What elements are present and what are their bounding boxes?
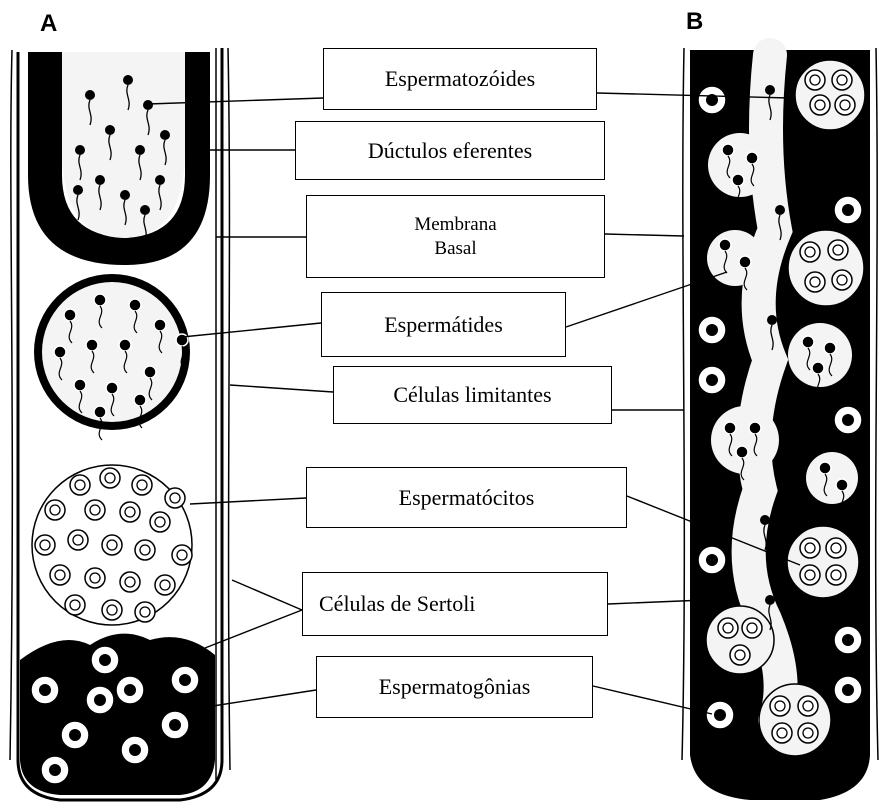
spermatogonia-region-a bbox=[20, 634, 215, 795]
label-spermatozoa: Espermatozóides bbox=[323, 48, 597, 110]
label-basal-membrane-line1: Membrana bbox=[414, 213, 496, 237]
spermatocyte-cluster-a bbox=[32, 465, 192, 625]
label-basal-membrane-line2: Basal bbox=[434, 237, 476, 261]
efferent-ductule bbox=[28, 52, 210, 265]
label-spermatids: Espermátides bbox=[321, 292, 566, 357]
label-limiting-cells: Células limitantes bbox=[333, 366, 612, 424]
panel-label-a: A bbox=[40, 10, 57, 38]
label-sertoli-cells: Células de Sertoli bbox=[302, 572, 608, 636]
label-spermatocytes: Espermatócitos bbox=[306, 467, 627, 528]
panel-label-b: B bbox=[686, 8, 703, 36]
spermatid-cluster-a bbox=[34, 274, 190, 440]
label-spermatogonia: Espermatogônias bbox=[316, 656, 593, 718]
label-efferent-ductules: Dúctulos eferentes bbox=[295, 121, 605, 180]
label-basal-membrane: Membrana Basal bbox=[306, 195, 605, 278]
